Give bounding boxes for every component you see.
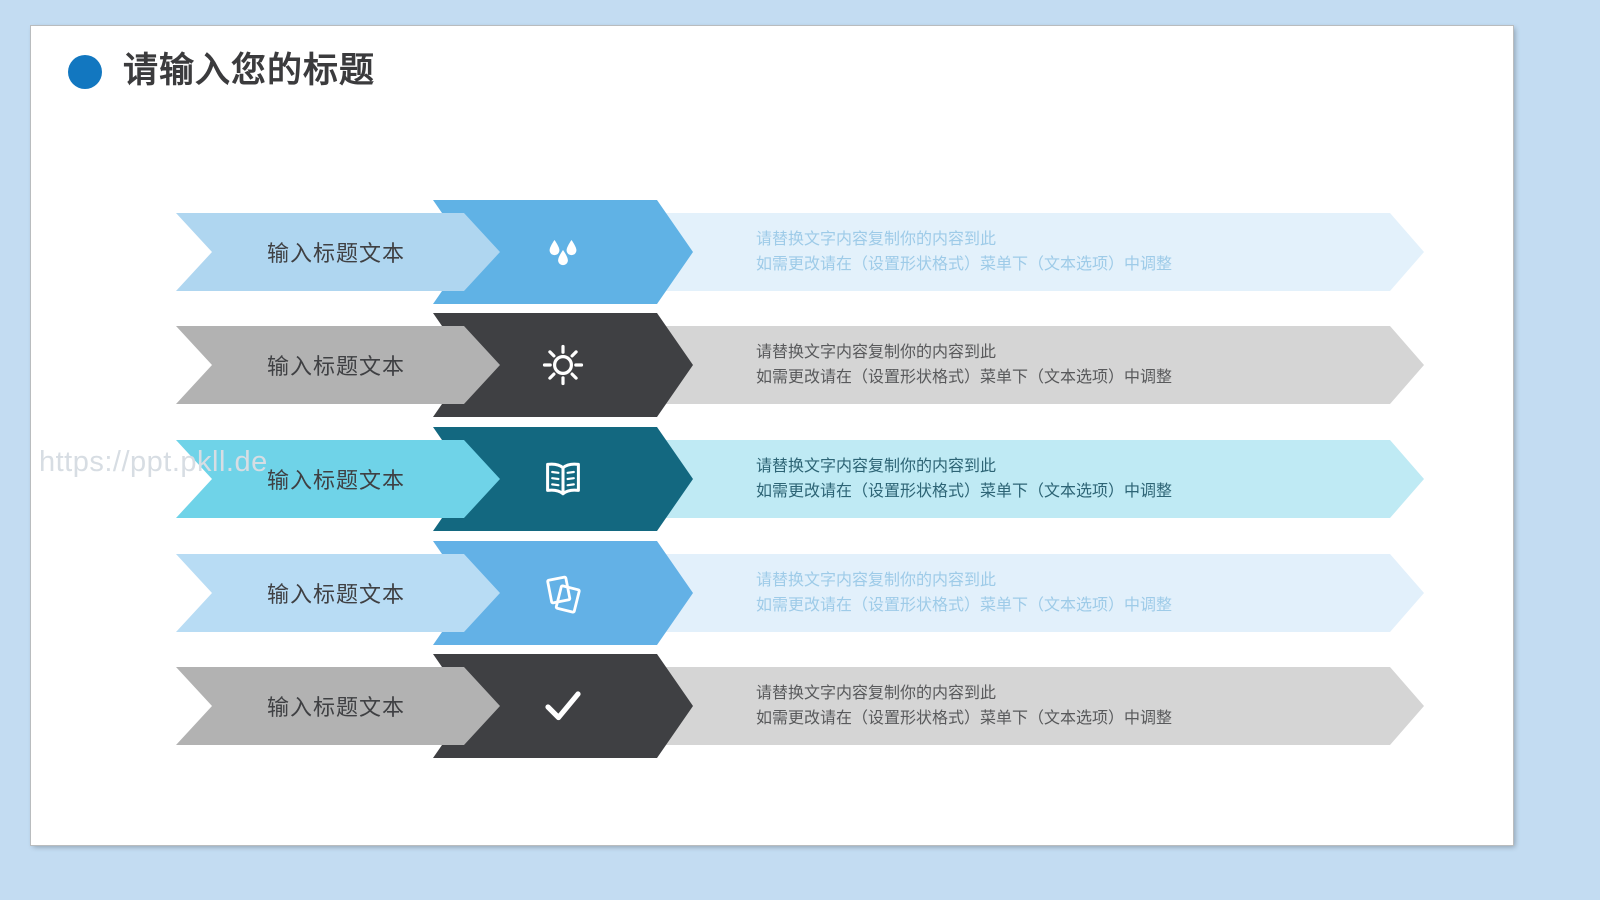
row-label: 输入标题文本 — [266, 469, 405, 494]
description-bar-2: 请替换文字内容复制你的内容到此 如需更改请在（设置形状格式）菜单下（文本选项）中… — [646, 326, 1424, 404]
description-text: 请替换文字内容复制你的内容到此 如需更改请在（设置形状格式）菜单下（文本选项）中… — [756, 456, 1173, 500]
description-text: 请替换文字内容复制你的内容到此 如需更改请在（设置形状格式）菜单下（文本选项）中… — [756, 683, 1173, 727]
water-drops-icon — [540, 229, 586, 275]
title-text: 请输入您的标题 — [123, 51, 376, 91]
label-chevron-5[interactable]: 输入标题文本 — [176, 667, 500, 745]
label-chevron-3[interactable]: 输入标题文本 — [176, 440, 500, 518]
description-bar-4: 请替换文字内容复制你的内容到此 如需更改请在（设置形状格式）菜单下（文本选项）中… — [646, 554, 1424, 632]
open-book-icon — [539, 455, 587, 503]
row-label: 输入标题文本 — [266, 242, 405, 267]
description-bar-5: 请替换文字内容复制你的内容到此 如需更改请在（设置形状格式）菜单下（文本选项）中… — [646, 667, 1424, 745]
process-row[interactable]: 请替换文字内容复制你的内容到此 如需更改请在（设置形状格式）菜单下（文本选项）中… — [31, 313, 1513, 417]
label-chevron-2[interactable]: 输入标题文本 — [176, 326, 500, 404]
row-label: 输入标题文本 — [266, 583, 405, 608]
slide-canvas: 请输入您的标题 请替换文字内容复制你的内容到此 如需更改请在（设置形状格式）菜单… — [31, 26, 1513, 845]
description-text: 请替换文字内容复制你的内容到此 如需更改请在（设置形状格式）菜单下（文本选项）中… — [756, 229, 1173, 273]
process-row[interactable]: 请替换文字内容复制你的内容到此 如需更改请在（设置形状格式）菜单下（文本选项）中… — [31, 654, 1513, 758]
sun-icon — [538, 340, 588, 390]
page-title: 请输入您的标题 — [68, 54, 375, 89]
description-text: 请替换文字内容复制你的内容到此 如需更改请在（设置形状格式）菜单下（文本选项）中… — [756, 342, 1173, 386]
bullet-circle-icon — [68, 54, 102, 89]
stacked-cards-icon — [539, 569, 587, 617]
description-bar-1: 请替换文字内容复制你的内容到此 如需更改请在（设置形状格式）菜单下（文本选项）中… — [646, 213, 1424, 291]
row-label: 输入标题文本 — [266, 355, 405, 380]
label-chevron-1[interactable]: 输入标题文本 — [176, 213, 500, 291]
process-row[interactable]: 请替换文字内容复制你的内容到此 如需更改请在（设置形状格式）菜单下（文本选项）中… — [31, 541, 1513, 645]
label-chevron-4[interactable]: 输入标题文本 — [176, 554, 500, 632]
process-row[interactable]: 请替换文字内容复制你的内容到此 如需更改请在（设置形状格式）菜单下（文本选项）中… — [31, 200, 1513, 304]
checkmark-icon — [538, 681, 588, 731]
description-text: 请替换文字内容复制你的内容到此 如需更改请在（设置形状格式）菜单下（文本选项）中… — [756, 570, 1173, 614]
row-label: 输入标题文本 — [266, 696, 405, 721]
description-bar-3: 请替换文字内容复制你的内容到此 如需更改请在（设置形状格式）菜单下（文本选项）中… — [646, 440, 1424, 518]
process-row[interactable]: 请替换文字内容复制你的内容到此 如需更改请在（设置形状格式）菜单下（文本选项）中… — [31, 427, 1513, 531]
